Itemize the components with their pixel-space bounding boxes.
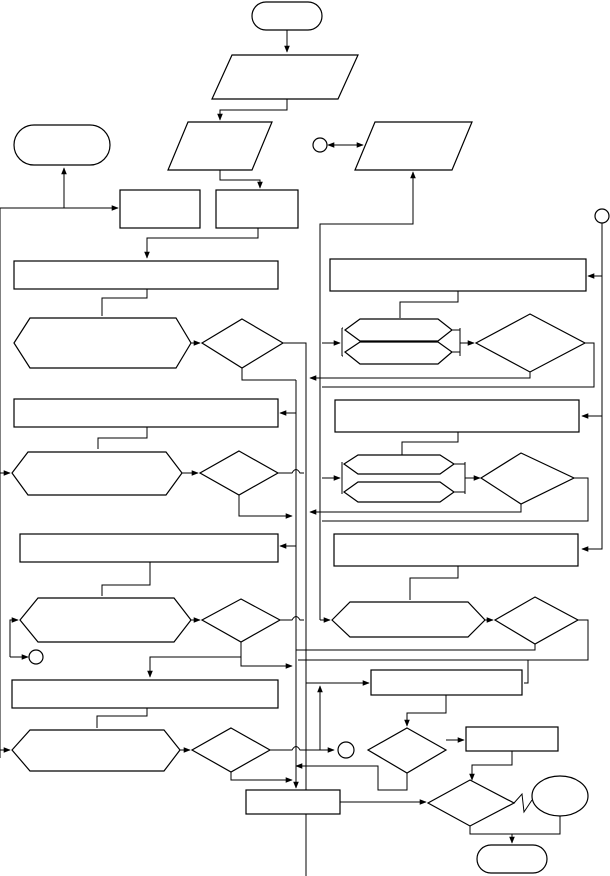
connector-line <box>341 327 343 357</box>
connector-line <box>295 763 408 791</box>
preparation-hexagon-r2b <box>342 481 456 503</box>
io-parallelogram <box>167 121 273 171</box>
preparation-hexagon-r1a <box>343 318 453 342</box>
preparation-hexagon-r2a <box>342 454 456 475</box>
preparation-hexagon-4 <box>11 729 181 772</box>
decision-diamond-4 <box>190 727 272 773</box>
connector-line <box>309 504 522 515</box>
connector-line <box>469 826 515 844</box>
end-terminator <box>476 844 548 874</box>
decision-diamond-3 <box>200 598 282 643</box>
decision-diamond-final <box>426 779 516 827</box>
connector-line <box>240 642 293 669</box>
lightning-line <box>513 792 533 814</box>
decision-diamond-r4 <box>366 727 448 774</box>
connector-line <box>409 566 459 600</box>
connector-line <box>283 342 307 876</box>
connector-line <box>296 644 536 651</box>
process-box-r5 <box>465 726 559 752</box>
process-box-b <box>215 189 299 229</box>
decision-diamond-r2 <box>479 452 576 505</box>
connector-line <box>219 170 263 189</box>
connector-line <box>147 656 241 678</box>
decision-diamond-r1 <box>474 313 587 373</box>
connector-line <box>454 462 466 494</box>
process-box-r3 <box>333 533 579 567</box>
preparation-hexagon-2 <box>11 451 183 496</box>
connector-circle <box>337 741 355 759</box>
connector-line <box>230 772 293 783</box>
connector-line <box>298 619 589 661</box>
connector-line <box>404 695 447 727</box>
connector-line <box>524 659 588 684</box>
process-box-r4 <box>370 669 523 696</box>
process-box-r1 <box>329 258 587 292</box>
preparation-hexagon-3 <box>19 597 192 643</box>
connector-line <box>97 427 148 449</box>
decision-diamond-2 <box>198 450 280 496</box>
connector-line <box>452 328 461 356</box>
terminator-right <box>531 775 589 817</box>
process-box-bottom <box>245 789 341 815</box>
connector-line <box>9 617 19 657</box>
connector-line <box>238 495 293 519</box>
decision-diamond-1 <box>200 318 285 369</box>
connector-line <box>280 616 304 621</box>
terminator-left <box>13 124 111 166</box>
connector-line <box>309 372 531 381</box>
process-box-3 <box>19 533 279 563</box>
process-box-4 <box>11 679 279 709</box>
connector-line <box>270 746 335 753</box>
connector-line <box>319 171 416 620</box>
preparation-hexagon-1 <box>13 317 192 369</box>
connector-line <box>0 205 119 758</box>
start-terminator <box>251 1 323 31</box>
connector-line <box>322 342 595 388</box>
connector-circle <box>312 137 328 153</box>
input-parallelogram <box>211 54 359 100</box>
connector-line <box>399 291 459 318</box>
connector-line <box>322 477 589 522</box>
preparation-hexagon-r3 <box>331 601 486 638</box>
process-box-r2 <box>334 399 580 433</box>
connector-circle <box>28 649 44 665</box>
connector-line <box>581 223 603 552</box>
preparation-hexagon-r1b <box>343 341 453 365</box>
process-box-1 <box>13 260 279 290</box>
io-parallelogram-right <box>354 121 473 171</box>
connector-line <box>96 708 148 728</box>
connector-line <box>101 562 151 596</box>
process-box-a <box>119 189 201 229</box>
decision-diamond-r3 <box>493 596 580 645</box>
connector-line <box>101 289 148 316</box>
connector-line <box>241 368 296 381</box>
connector-line <box>401 432 459 455</box>
connector-line <box>469 751 513 781</box>
connector-circle <box>594 208 610 224</box>
connector-line <box>278 469 304 474</box>
connector-line <box>144 228 259 259</box>
connector-line <box>512 816 561 835</box>
process-box-2 <box>13 398 279 428</box>
connector-line <box>217 99 288 121</box>
